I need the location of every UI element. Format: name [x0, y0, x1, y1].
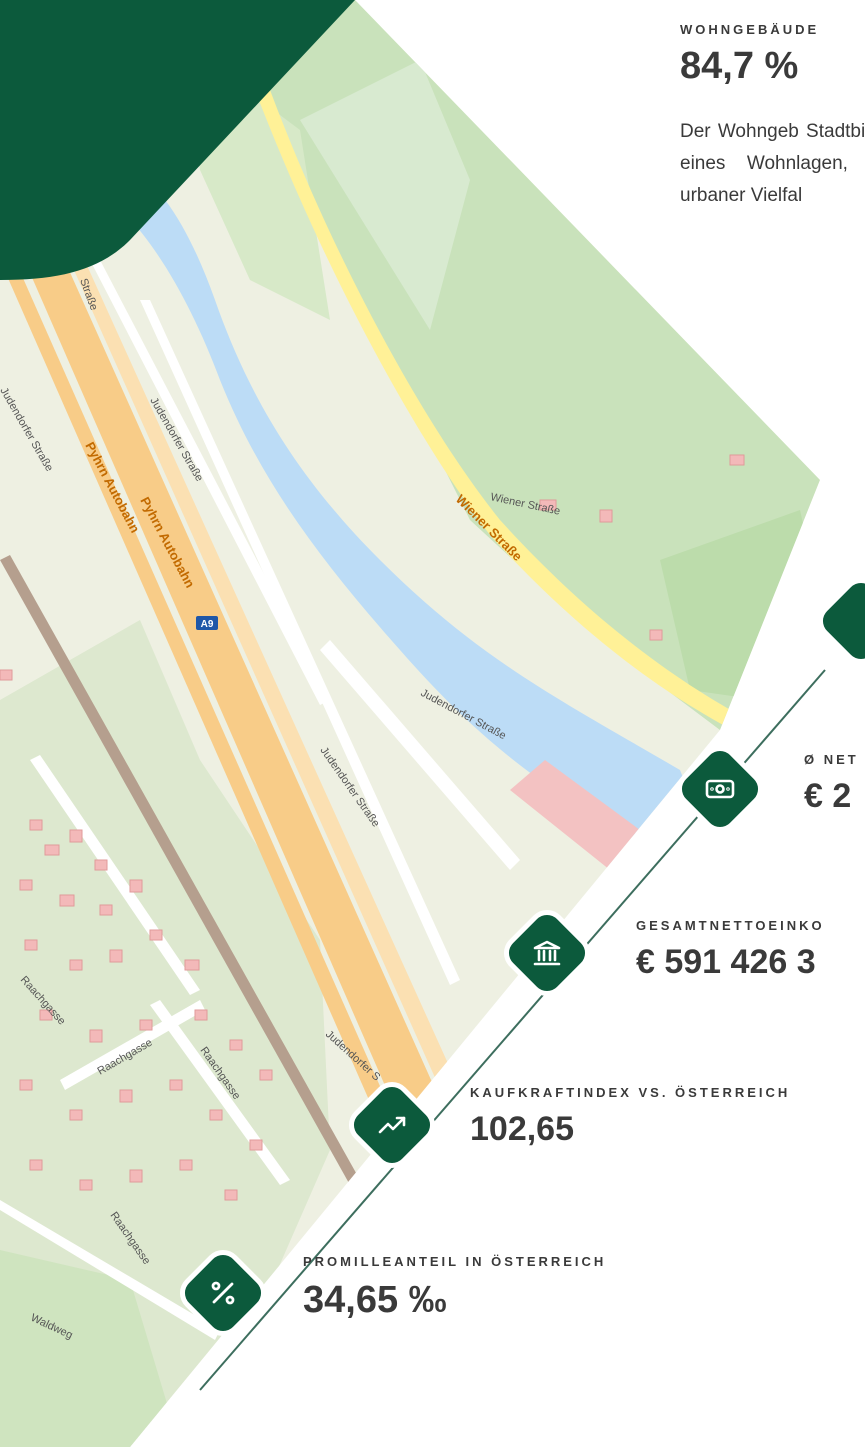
svg-text:A9: A9: [201, 619, 214, 630]
bank-icon: [503, 909, 591, 997]
percent-icon: [179, 1249, 267, 1337]
stat-description: Der Wohngeb Stadtbild eines Wohnlagen, e…: [680, 121, 865, 206]
stat-value: 84,7 %: [680, 45, 799, 87]
stat-value: € 591 426 3: [636, 943, 816, 981]
stat-label: WOHNGEBÄUDE: [680, 22, 820, 37]
banknote-icon: [676, 745, 764, 833]
stat-label: PROMILLEANTEIL IN ÖSTERREICH: [303, 1254, 607, 1269]
stat-label: ø NET: [804, 752, 859, 767]
stat-nettoeinkommen: ø NET € 2: [804, 752, 859, 816]
trend-up-icon: [348, 1081, 436, 1169]
stat-label: GESAMTNETTOEINKO: [636, 918, 825, 933]
stat-value: € 2: [804, 777, 852, 815]
stat-promilleanteil: PROMILLEANTEIL IN ÖSTERREICH 34,65 ‰: [303, 1254, 606, 1322]
stat-wohngebaeude: WOHNGEBÄUDE 84,7 %: [680, 22, 819, 88]
stat-value: 34,65 ‰: [303, 1279, 447, 1321]
stat-label: KAUFKRAFTINDEX VS. ÖSTERREICH: [470, 1085, 791, 1100]
stat-gesamtnettoeinkommen: GESAMTNETTOEINKO € 591 426 3: [636, 918, 825, 982]
stat-value: 102,65: [470, 1110, 574, 1148]
stat-kaufkraftindex: KAUFKRAFTINDEX VS. ÖSTERREICH 102,65: [470, 1085, 790, 1149]
